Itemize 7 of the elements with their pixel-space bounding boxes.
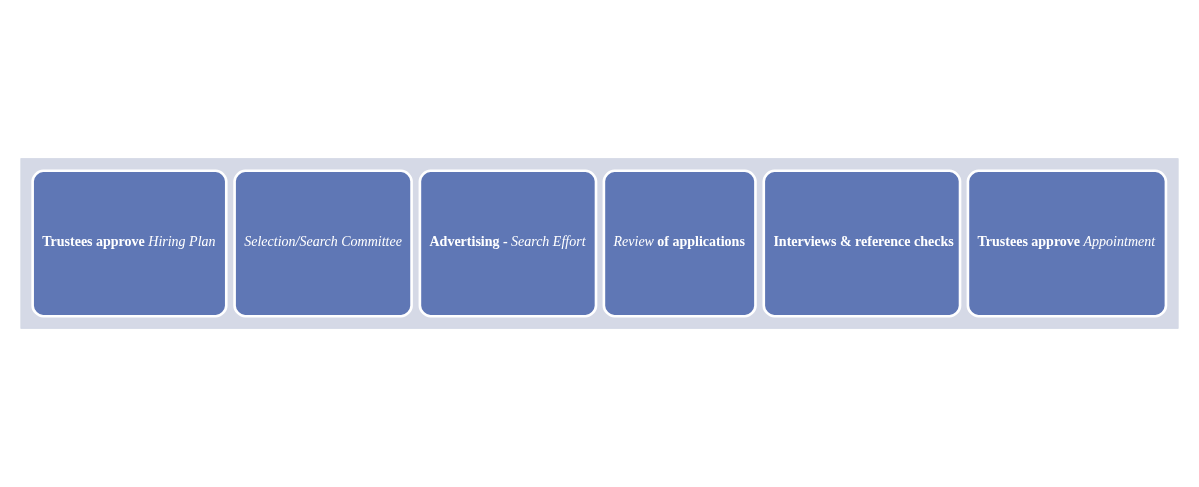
cluster [20, 158, 1179, 329]
node-box: Selection/Search Committee [233, 169, 413, 318]
node-box: Interviews & reference checks [762, 169, 962, 318]
node-box: Advertising - Search Effort [418, 169, 598, 318]
node-box: Trustees approve Appointment [966, 169, 1168, 318]
node-box: Trustees approve Hiring Plan [31, 169, 228, 318]
node-box: Review of applications [602, 169, 757, 318]
